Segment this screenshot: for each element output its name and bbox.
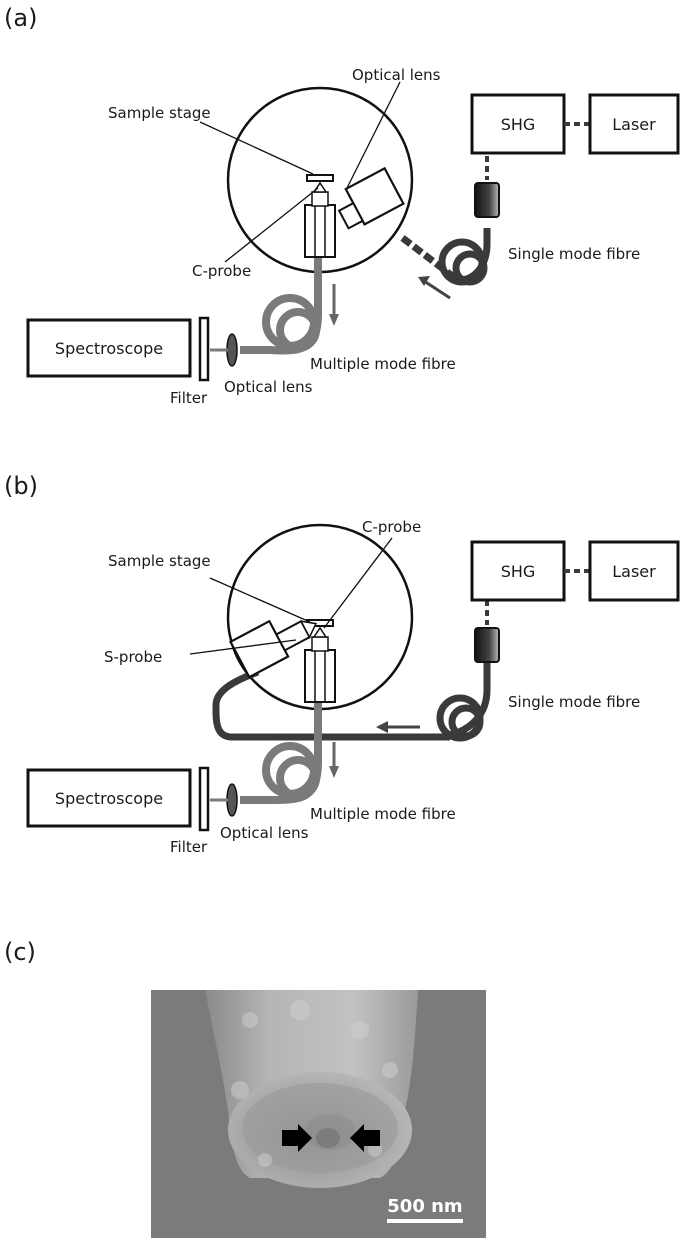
label-single-mode-fibre: Single mode fibre — [508, 245, 640, 263]
multimode-fibre-b — [240, 700, 322, 804]
spectroscope-box — [26, 318, 192, 378]
laser-box-b — [588, 540, 680, 602]
c-probe — [304, 181, 336, 258]
flow-arrow-down — [329, 284, 339, 326]
label-c-probe-b: C-probe — [362, 518, 421, 536]
multimode-fibre — [240, 258, 322, 355]
spectroscope-label-b: Spectroscope — [55, 789, 163, 808]
label-sample-stage-b: Sample stage — [108, 552, 211, 570]
sample-stage — [306, 174, 334, 182]
flow-arrow-left — [376, 721, 420, 733]
spectroscope-label: Spectroscope — [55, 339, 163, 358]
leader-lines-b — [189, 537, 393, 655]
laser-label: Laser — [612, 115, 656, 134]
s-probe-assembly — [228, 619, 318, 679]
flow-arrow-up-left — [418, 276, 451, 300]
label-s-probe-b: S-probe — [104, 648, 162, 666]
optical-lens-assembly — [337, 166, 405, 230]
shg-box-b — [470, 540, 566, 602]
shg-label: SHG — [501, 115, 536, 134]
laser-box — [588, 93, 680, 155]
scale-bar-label: 500 nm — [387, 1196, 462, 1217]
label-c-probe: C-probe — [192, 262, 251, 280]
label-optical-lens-b: Optical lens — [220, 824, 309, 842]
aperture-arrow-left — [282, 1124, 312, 1152]
objective-lens-b — [474, 627, 500, 663]
label-single-mode-fibre-b: Single mode fibre — [508, 693, 640, 711]
panel-a-label: (a) — [4, 4, 37, 32]
optical-lens-bottom — [226, 333, 238, 367]
optical-lens-b — [226, 783, 238, 817]
aperture-arrow-right — [350, 1124, 380, 1152]
label-filter: Filter — [170, 389, 208, 407]
panel-a: (a) — [4, 4, 680, 407]
flow-arrow-down-b — [329, 742, 339, 778]
panel-c: (c) 500 nm — [4, 938, 486, 1238]
shg-label-b: SHG — [501, 562, 536, 581]
panel-c-label: (c) — [4, 938, 36, 966]
leader-lines-a — [199, 81, 401, 263]
panel-b-label: (b) — [4, 472, 38, 500]
label-multiple-mode-fibre: Multiple mode fibre — [310, 355, 456, 373]
objective-lens — [474, 182, 500, 218]
single-mode-fibre-b — [212, 600, 491, 742]
label-optical-lens-top: Optical lens — [352, 66, 441, 84]
spectroscope-box-b — [26, 768, 192, 828]
filter-b — [198, 766, 210, 832]
filter — [198, 316, 210, 382]
label-multiple-mode-fibre-b: Multiple mode fibre — [310, 805, 456, 823]
scale-bar — [387, 1219, 463, 1223]
panel-b: (b) — [4, 472, 680, 856]
single-mode-fibre — [397, 156, 491, 286]
label-filter-b: Filter — [170, 838, 208, 856]
label-optical-lens-bottom: Optical lens — [224, 378, 313, 396]
c-probe-b — [304, 626, 336, 703]
laser-label-b: Laser — [612, 562, 656, 581]
label-sample-stage: Sample stage — [108, 104, 211, 122]
